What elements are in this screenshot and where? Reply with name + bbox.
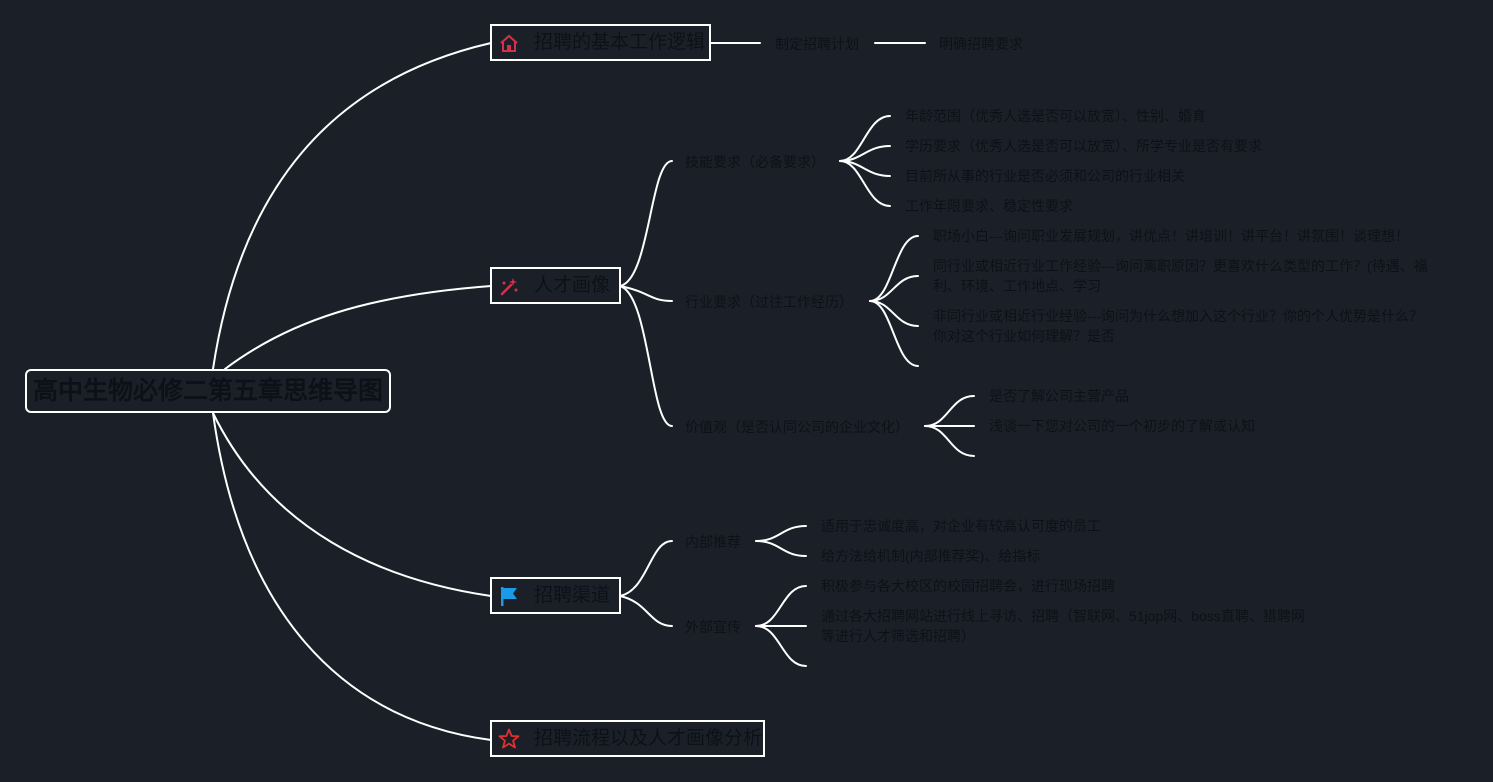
branch-label: 人才画像 [534, 275, 611, 296]
leaf-online-recruiting[interactable]: 通过各大招聘网站进行线上寻访、招聘（智联网、51jop网、boss直聘、猎聘网等… [821, 608, 1305, 644]
edge-values-leaf-1 [924, 395, 975, 427]
edge-root-branch-2 [224, 285, 492, 370]
branch-channels[interactable]: 招聘渠道 [490, 577, 621, 614]
sub-internal-referral[interactable]: 内部推荐 [685, 534, 741, 550]
leaf-same-industry[interactable]: 同行业或相近行业工作经验---询问离职原因？更喜欢什么类型的工作？(待遇、福利、… [933, 258, 1428, 294]
leaf-current-industry[interactable]: 目前所从事的行业是否必须和公司的行业相关 [905, 168, 1185, 184]
leaf-work-years[interactable]: 工作年限要求、稳定性要求 [905, 198, 1073, 214]
edge-root-branch-4 [212, 412, 492, 741]
edge-industry-leaf-4 [869, 300, 919, 367]
leaf-newcomer[interactable]: 职场小白---询问职业发展规划，讲优点！讲培训！讲平台！讲氛围！谈理想！ [933, 228, 1409, 244]
edge-values-leaf-3 [924, 425, 975, 457]
leaf-other-industry[interactable]: 非同行业或相近行业经验---询问为什么想加入这个行业？你的个人优势是什么？你对这… [933, 308, 1423, 344]
edge-root-branch-1 [212, 42, 492, 370]
branch-recruit-logic[interactable]: 招聘的基本工作逻辑 [490, 24, 711, 61]
branch-label: 招聘的基本工作逻辑 [534, 32, 706, 53]
flag-icon [501, 587, 517, 606]
sub-skill-requirements[interactable]: 技能要求（必备要求） [685, 154, 825, 170]
star-icon [498, 728, 520, 749]
leaf-campus-recruiting[interactable]: 积极参与各大校区的校园招聘会，进行现场招聘 [821, 578, 1115, 594]
edge-external-leaf-3 [755, 625, 807, 667]
root-topic[interactable]: 高中生物必修二第五章思维导图 [25, 369, 391, 413]
edge-skill-leaf-4 [839, 160, 891, 207]
sub-values[interactable]: 价值观（是否认同公司的企业文化） [685, 419, 909, 435]
edge-internal-leaf-2 [755, 540, 807, 557]
branch-process-analysis[interactable]: 招聘流程以及人才画像分析 [490, 720, 765, 757]
branch-label: 招聘流程以及人才画像分析 [534, 728, 763, 749]
leaf-loyal-employees[interactable]: 适用于忠诚度高，对企业有较高认可度的员工 [821, 518, 1101, 534]
leaf-education[interactable]: 学历要求（优秀人选是否可以放宽）、所学专业是否有要求 [905, 138, 1262, 154]
edge-profile-industry [619, 285, 673, 302]
edge-industry-leaf-2 [869, 275, 919, 302]
edge-industry-leaf-1 [869, 235, 919, 302]
branch-label: 招聘渠道 [534, 585, 611, 606]
leaf-age-range[interactable]: 年龄范围（优秀人选是否可以放宽）、性别、婚育 [905, 108, 1206, 124]
edge-external-leaf-1 [755, 585, 807, 627]
leaf-referral-mechanism[interactable]: 给方法给机制(内部推荐奖)、给指标 [821, 548, 1041, 564]
edge-internal-leaf-1 [755, 525, 807, 542]
leaf-know-products[interactable]: 是否了解公司主营产品 [989, 388, 1129, 404]
edge-channels-internal [619, 540, 673, 597]
leaf-company-understanding[interactable]: 浅谈一下您对公司的一个初步的了解或认知 [989, 418, 1255, 434]
edge-skill-leaf-1 [839, 115, 891, 162]
home-icon [500, 34, 518, 52]
edge-root-branch-3 [212, 412, 492, 597]
edge-profile-values [619, 285, 673, 427]
sub-make-plan[interactable]: 制定招聘计划 [775, 36, 859, 52]
branch-talent-profile[interactable]: 人才画像 [490, 267, 621, 304]
sparkle-wand-icon [500, 278, 518, 296]
sub-clarify-requirements[interactable]: 明确招聘要求 [939, 36, 1023, 52]
edge-profile-skill [619, 160, 673, 287]
edge-channels-external [619, 595, 673, 627]
sub-industry-requirements[interactable]: 行业要求（过往工作经历） [685, 294, 853, 310]
sub-external-promotion[interactable]: 外部宣传 [685, 619, 741, 635]
